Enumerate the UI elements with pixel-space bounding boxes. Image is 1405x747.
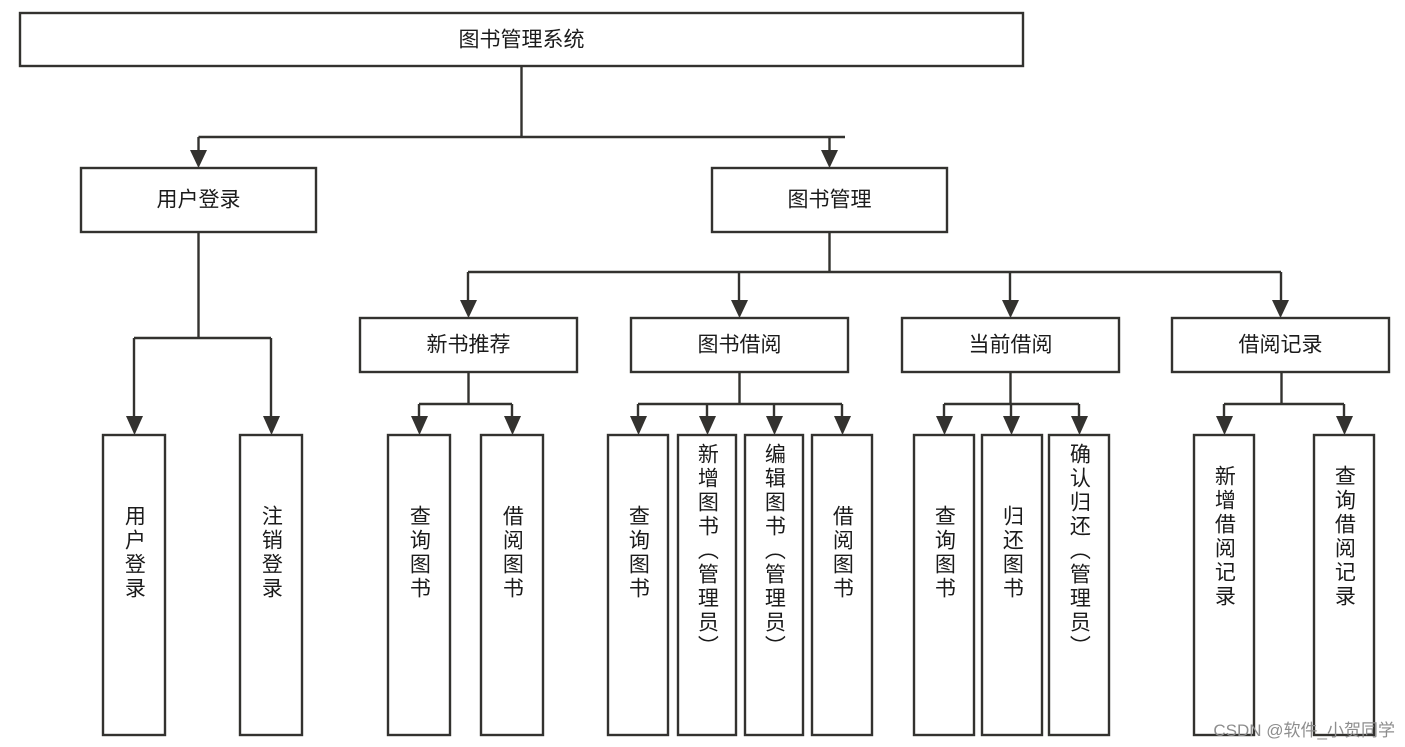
- node-current-borrow-label: 当前借阅: [969, 334, 1053, 357]
- node-book-management[interactable]: 图书管理: [710, 166, 949, 234]
- node-leaf-query-book-3-box[interactable]: [912, 433, 976, 737]
- connector-group-current-borrow: [936, 372, 1088, 435]
- arrow-head-leaf-add-borrow-record: [1216, 416, 1233, 435]
- arrow-head-leaf-borrow-book-1: [504, 416, 521, 435]
- node-book-borrow-box[interactable]: [629, 316, 850, 374]
- node-borrow-record-label: 借阅记录: [1239, 334, 1323, 357]
- node-leaf-return-book-box[interactable]: [980, 433, 1044, 737]
- node-root-label: 图书管理系统: [459, 29, 585, 52]
- node-leaf-borrow-book-2-box[interactable]: [810, 433, 874, 737]
- arrow-head-book-borrow: [731, 300, 748, 318]
- arrow-head-new-book-recommend: [460, 300, 477, 318]
- node-new-book-recommend[interactable]: 新书推荐: [358, 316, 579, 374]
- connector-group-borrow-record: [1216, 372, 1353, 435]
- node-leaf-logout-box[interactable]: [238, 433, 304, 737]
- node-root[interactable]: 图书管理系统: [18, 11, 1025, 68]
- node-leaf-confirm-return-box[interactable]: [1047, 433, 1111, 737]
- leaf-boxes: [101, 433, 1376, 737]
- node-leaf-add-borrow-record-box[interactable]: [1192, 433, 1256, 737]
- arrow-head-leaf-logout: [263, 416, 280, 435]
- node-new-book-recommend-label: 新书推荐: [427, 334, 511, 357]
- connector-group-book-borrow: [630, 372, 851, 435]
- arrow-head-leaf-query-book-3: [936, 416, 953, 435]
- csdn-watermark: CSDN @软件_小贺同学: [1213, 721, 1395, 740]
- node-root-box[interactable]: [18, 11, 1025, 68]
- node-leaf-add-book-box[interactable]: [676, 433, 738, 737]
- connector-group-user-login: [126, 232, 280, 435]
- arrow-head-leaf-user-login: [126, 416, 143, 435]
- node-leaf-user-login-box[interactable]: [101, 433, 167, 737]
- connector-group-new-book-recommend: [411, 372, 521, 435]
- node-borrow-record[interactable]: 借阅记录: [1170, 316, 1391, 374]
- arrow-head-current-borrow: [1002, 300, 1019, 318]
- arrow-head-leaf-borrow-book-2: [834, 416, 851, 435]
- arrow-head-leaf-edit-book: [766, 416, 783, 435]
- arrow-head-leaf-query-book-1: [411, 416, 428, 435]
- node-user-login-box[interactable]: [79, 166, 318, 234]
- node-leaf-borrow-book-1-box[interactable]: [479, 433, 545, 737]
- arrow-head-leaf-add-book: [699, 416, 716, 435]
- node-leaf-query-borrow-record-box[interactable]: [1312, 433, 1376, 737]
- node-current-borrow[interactable]: 当前借阅: [900, 316, 1121, 374]
- arrow-head-leaf-query-book-2: [630, 416, 647, 435]
- node-book-management-box[interactable]: [710, 166, 949, 234]
- connector-group-book-management: [460, 232, 1289, 318]
- arrow-head-user-login: [190, 150, 207, 168]
- connector-group-root: [190, 66, 845, 168]
- arrow-head-leaf-return-book: [1003, 416, 1020, 435]
- node-book-borrow-label: 图书借阅: [698, 334, 782, 357]
- node-leaf-query-book-2-box[interactable]: [606, 433, 670, 737]
- arrow-head-book-management: [821, 150, 838, 168]
- node-borrow-record-box[interactable]: [1170, 316, 1391, 374]
- node-current-borrow-box[interactable]: [900, 316, 1121, 374]
- node-leaf-edit-book-box[interactable]: [743, 433, 805, 737]
- node-user-login-label: 用户登录: [157, 189, 241, 212]
- arrow-head-borrow-record: [1272, 300, 1289, 318]
- node-book-borrow[interactable]: 图书借阅: [629, 316, 850, 374]
- node-new-book-recommend-box[interactable]: [358, 316, 579, 374]
- node-user-login[interactable]: 用户登录: [79, 166, 318, 234]
- node-book-management-label: 图书管理: [788, 189, 872, 212]
- arrow-head-leaf-query-borrow-record: [1336, 416, 1353, 435]
- arrow-head-leaf-confirm-return: [1071, 416, 1088, 435]
- node-leaf-query-book-1-box[interactable]: [386, 433, 452, 737]
